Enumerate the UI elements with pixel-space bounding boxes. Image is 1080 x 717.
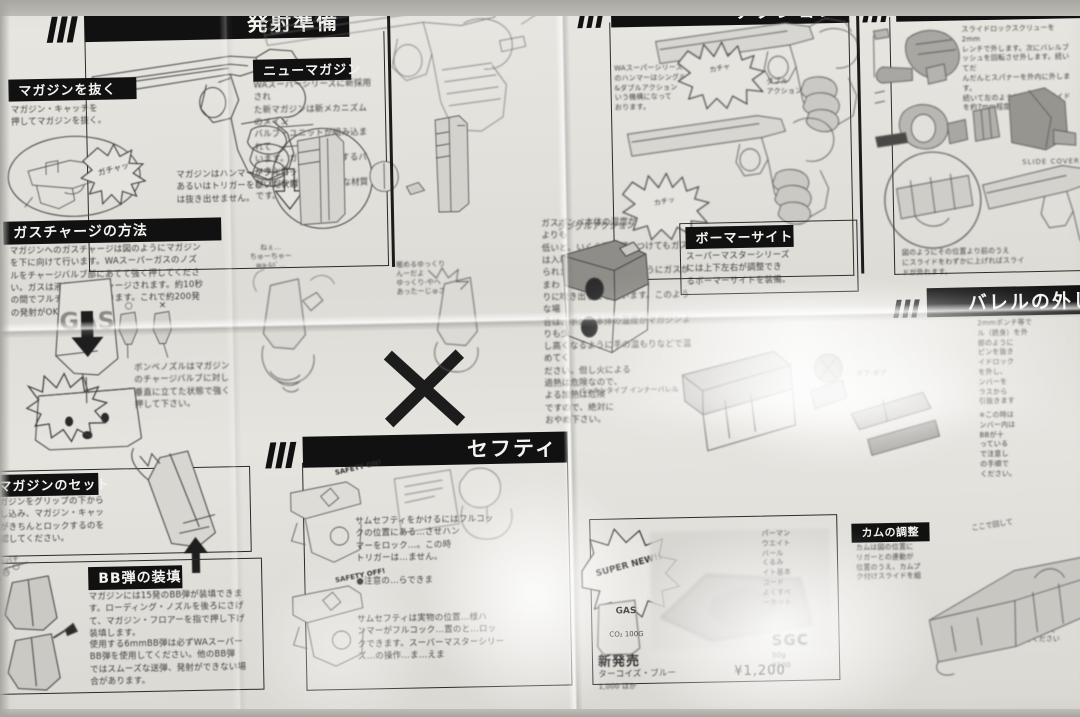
arrow-down-icon	[274, 168, 305, 210]
background-bottom-edge	[0, 709, 1080, 717]
barrel-removal-body: 2mmポンチ等で ル（銃身）を外 部のように ピンを抜き イドロック を外し、 …	[977, 318, 1033, 406]
sub-bomar-sight: ボーマーサイト	[685, 224, 794, 250]
gas-can-brand: GAS CO₂ 100G	[599, 606, 654, 639]
bb-load-body2: 使用する6mmBB弾は必ずWAスーパー BB弾を使用してください。他のBB弾 で…	[89, 637, 247, 688]
background-top-edge	[0, 0, 1080, 16]
ok-mark: ○	[125, 301, 133, 311]
single-action-illustration: カチッ	[621, 115, 835, 241]
gas-can-sub-text: CO₂ 100G	[609, 629, 644, 639]
cross-icon: ×	[159, 301, 167, 311]
slide-removal-illustration	[981, 165, 1080, 262]
safety-header-bars	[265, 441, 297, 469]
ad-price-sub: 1,000 ほか	[598, 682, 637, 691]
magazine-set-title: マガジンのセット	[0, 472, 111, 498]
magazine-insert-illustration	[131, 447, 217, 574]
sub-remove-magazine: マガジンを抜く マガジン・キャッチを 押してマガジンを抜く。	[8, 77, 137, 132]
background-left-edge	[0, 0, 10, 717]
cross-icon-large	[383, 349, 466, 428]
ad-spec-title-wrap: SGC 50g ¥100	[771, 631, 809, 671]
header-bars	[46, 16, 78, 43]
ad-spec-list: パーマン ウエイト バール くるみ イト基本 コード よくすべ ーカット	[761, 529, 792, 607]
bomar-sight-body: スーパーマスターシリーズ には上下左右が調整でき るボーマーサイトを装備。	[685, 249, 791, 287]
gear-label: ギア-ギア	[856, 369, 887, 378]
burst-shape	[621, 172, 711, 241]
bomar-sight-title: ボーマーサイト	[685, 224, 794, 250]
barrel-removal-illustration: パッキンタイプ インナーバレル ギア-ギア	[579, 350, 941, 456]
new-magazine-illustration	[271, 115, 470, 229]
sub-bb-load: BB弾の装填	[88, 565, 183, 591]
barrel-removal-title: バレルの外し方	[926, 284, 1080, 318]
cam-handwrite-1: ここで回して	[971, 517, 1014, 533]
double-action-label: ダブル アクション	[766, 76, 803, 96]
barrel-removal-note: ※この時は ンバー内は BBが十 っている で注意し の手順で ください。	[979, 410, 1017, 478]
sub-cam-note: カムの調整	[851, 522, 930, 543]
safety-body: サムセフティをかけるにはフルコッ クの位置にある…させハン マーをロック…。この…	[355, 513, 494, 564]
magazine-set-body: マガジンをグリップの下から 差し込み、マガジン・キャッ チがきちんとロックするの…	[0, 495, 105, 546]
safety-body2: サムセフティは実物の位置…様ハ ンマーがフルコック…置のと…ロッ クできます。ス…	[357, 612, 505, 662]
new-release-label: 新発売	[597, 654, 641, 670]
safety-on-illustration	[290, 481, 362, 563]
bb-load-body: マガジンには15発のBB弾が装填できま す。ローディング・ノズルを後ろにさげ て…	[88, 589, 245, 640]
nozzle-caption: ボンベノズルはマガジン のチャージバルブに対し 垂直に立てた状態で強く 押して下…	[133, 361, 231, 411]
warm-hands-illustration	[427, 267, 479, 373]
burst-shape	[677, 41, 766, 110]
safety-off-illustration	[292, 585, 364, 667]
burst-text-single: カチッ	[653, 196, 675, 208]
burst-shape	[80, 143, 147, 206]
slide-part-label: SLIDE COVER	[1022, 157, 1080, 166]
cartoon-eye-left	[65, 416, 74, 427]
double-action-illustration: カチャ	[655, 17, 860, 133]
bb-loading-illustration	[0, 561, 79, 691]
cam-assembly-illustration	[928, 554, 1080, 676]
bubble-left-text: ねぇ… ちゅーちゃー wa-ﾙﾊﾞ…	[249, 243, 292, 270]
ad-spec-title: SGC	[771, 630, 809, 650]
cam-note-title: カムの調整	[851, 522, 930, 543]
remove-magazine-title: マガジンを抜く	[8, 77, 137, 102]
section-gas-charge-header: ガスチャージの方法	[3, 217, 222, 245]
slide-parts-illustration: SLIDE COVER 図A	[872, 28, 1080, 249]
ad-spec-sub: 50g ¥100	[771, 651, 791, 670]
burst-text-double: カチャ	[709, 62, 731, 74]
magazine-catch-detail-illustration: ガチャッ	[7, 135, 147, 217]
slide-bottom-body: 図のようにその位置より前のうえ にスライドをわずかに上げればスライ ドが外れます…	[901, 246, 1025, 277]
cartoon-eye-right	[101, 412, 110, 423]
arrow-up-icon	[183, 536, 208, 574]
barrel-header-bars	[893, 299, 920, 318]
bb-load-title: BB弾の装填	[88, 565, 183, 591]
gas-charge-title: ガスチャージの方法	[3, 217, 222, 245]
spray-burst	[25, 372, 109, 443]
section-barrel-header: バレルの外し方	[893, 284, 1080, 318]
sub-magazine-set: マガジンのセット	[0, 472, 111, 498]
nozzle-ok-ng-illustration: ○ ×	[118, 301, 172, 359]
ad-color-name: ターコイズ・ブルー	[598, 668, 677, 680]
gas-can-brand-text: GAS	[615, 606, 637, 617]
